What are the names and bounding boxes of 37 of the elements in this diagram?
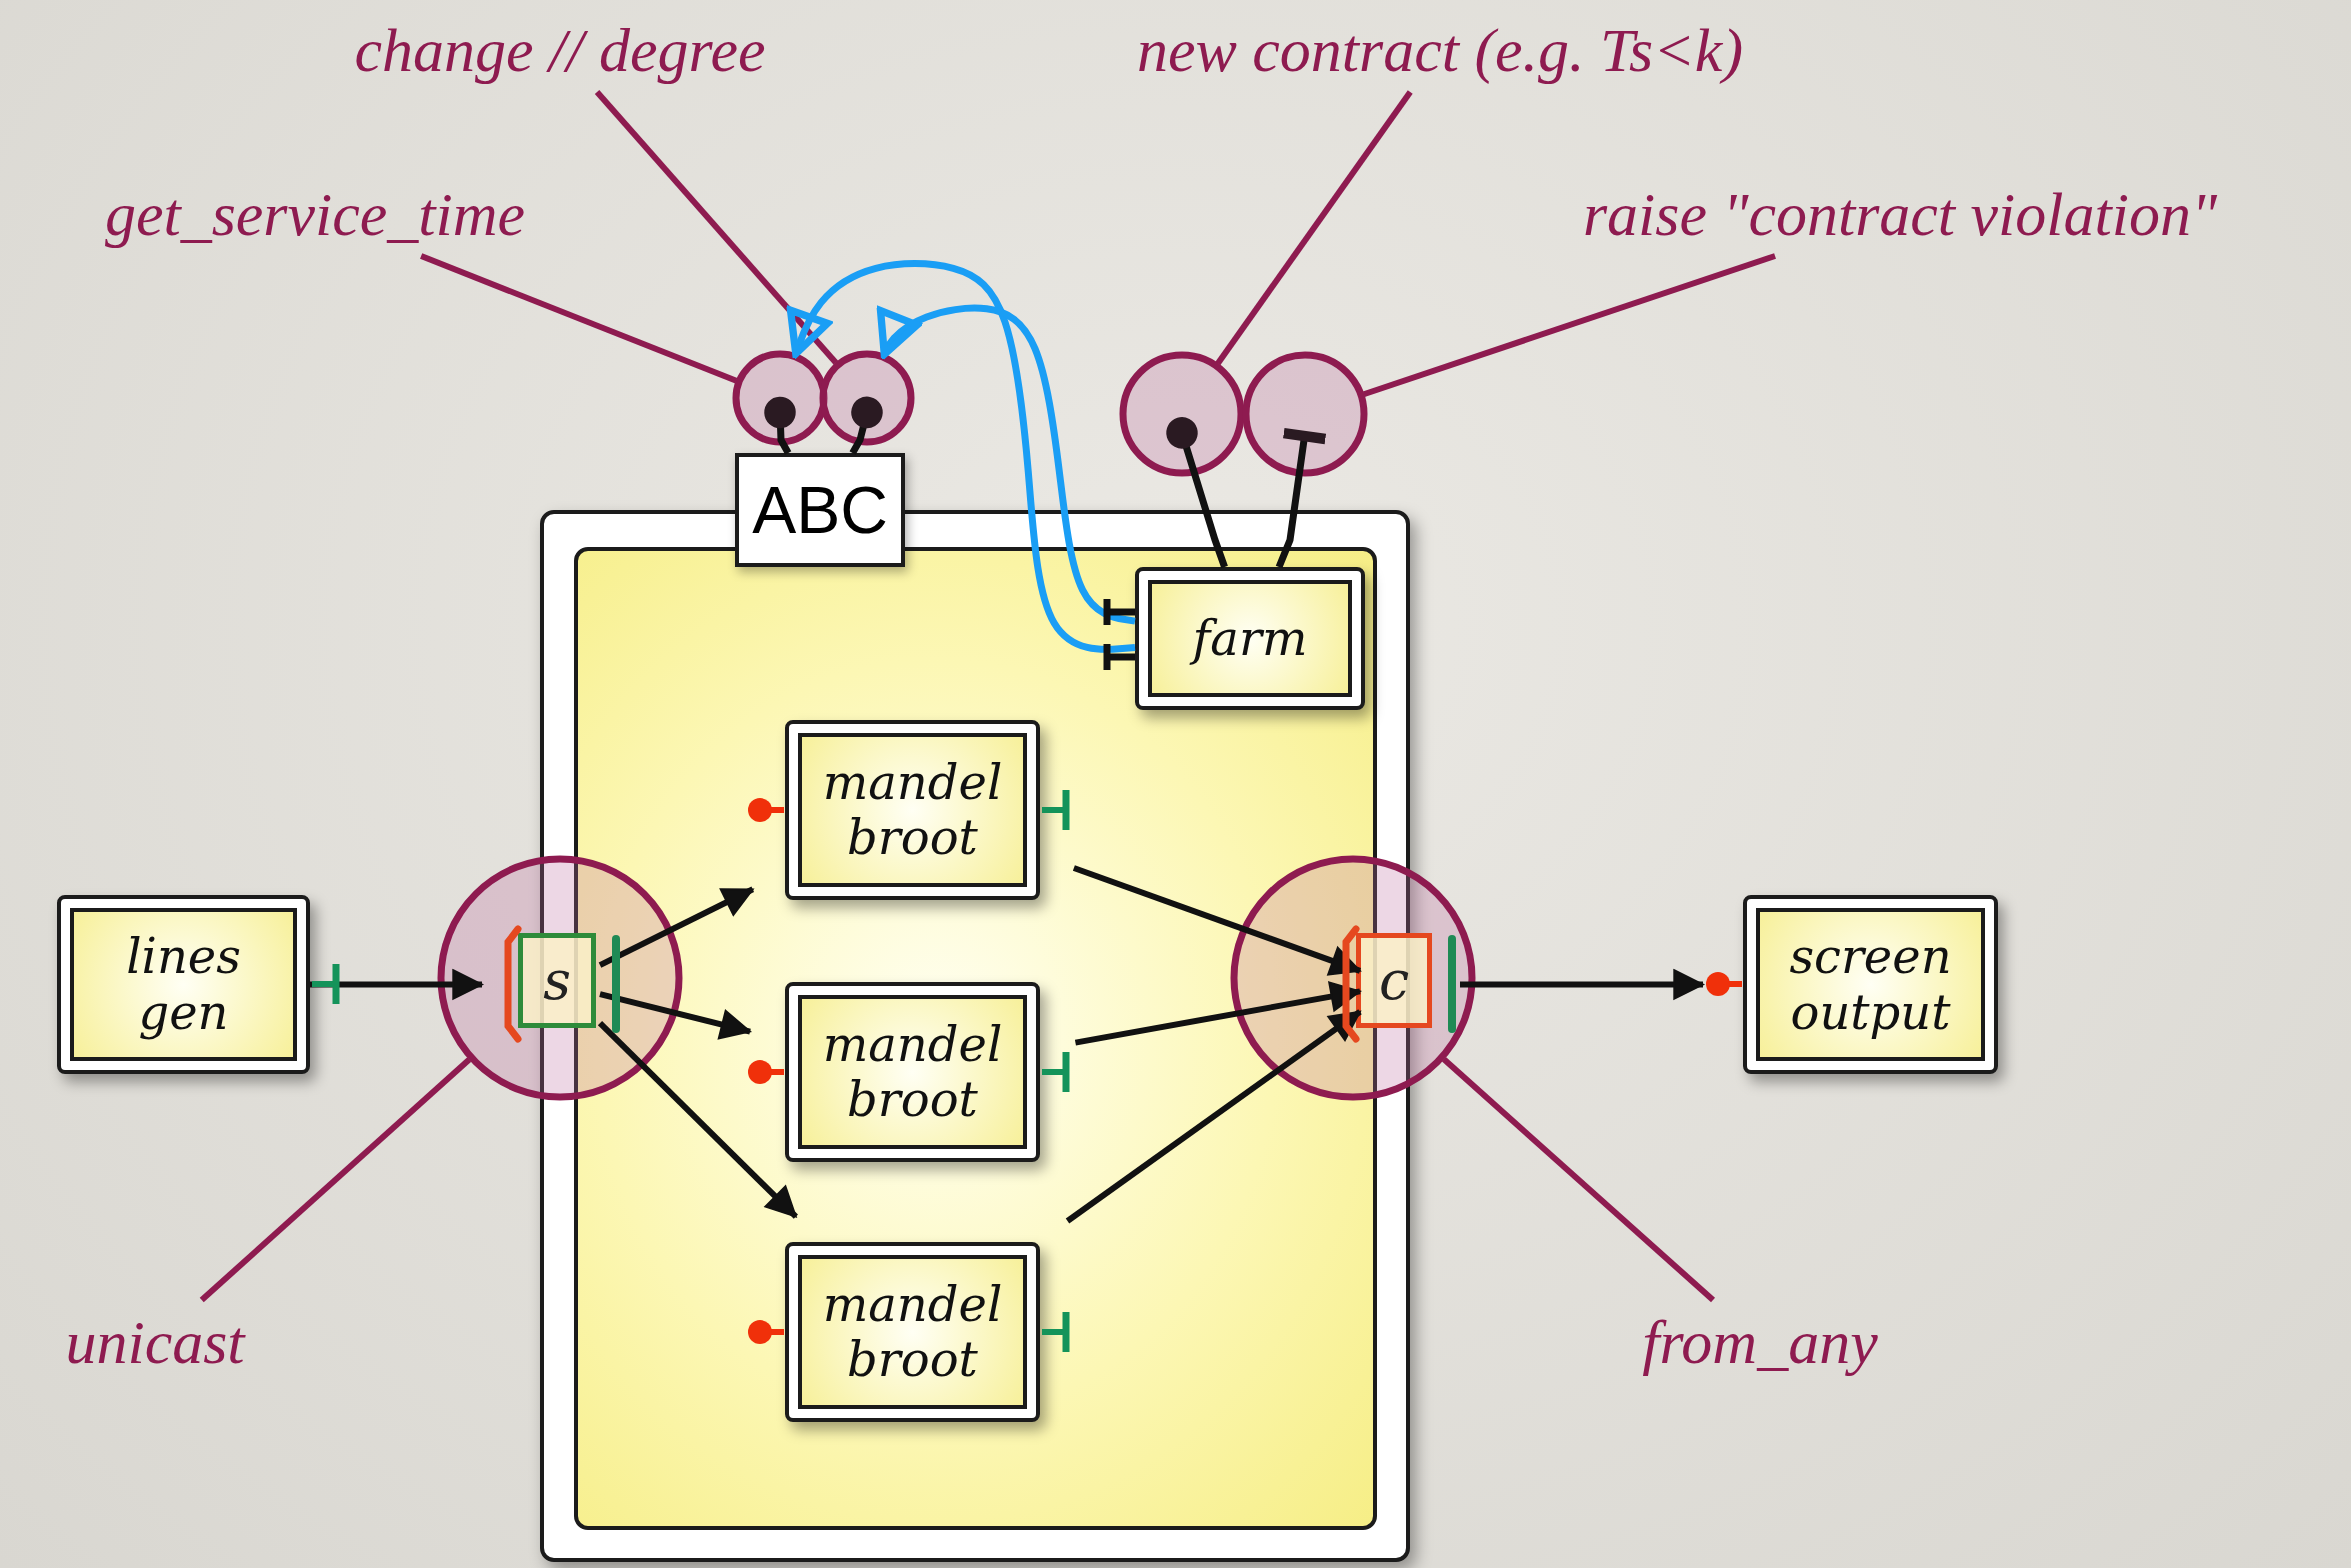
process-label: mandel broot [798,733,1027,887]
arrow [599,991,751,1040]
process-box [785,982,1040,1162]
pin-line [849,396,883,455]
arrow [1072,865,1361,976]
arrow [876,304,1136,625]
controller-tab: ABC [735,453,905,567]
process-label: farm [1148,580,1352,697]
process-box [1743,895,1998,1074]
arrow [1460,969,1704,1000]
process-box: s [518,933,596,1028]
process-box [785,1242,1040,1422]
process-label: lines gen [70,908,297,1061]
process-box [1135,567,1365,710]
leader-line [594,90,839,365]
arrow [786,260,1136,653]
process-label: screen output [1756,908,1985,1061]
annotation-text: unicast [65,1311,245,1373]
arrow [310,969,483,1000]
annotation-text: raise "contract violation" [1582,183,2218,245]
leader-line [420,253,738,384]
process-box: c [1356,933,1432,1028]
pin-line [1275,427,1327,569]
leader-line [1441,1057,1716,1303]
process-box [57,895,310,1074]
arrow [1074,981,1361,1046]
process-label: mandel broot [798,1255,1027,1409]
leader-line [1215,90,1413,366]
pin-line [764,396,796,455]
leader-line [1362,253,1776,398]
arrow [598,886,755,968]
pin-line [1166,417,1228,569]
process-label: mandel broot [798,995,1027,1149]
process-box [785,720,1040,900]
arrow [1065,1009,1362,1224]
arrow [597,1020,798,1219]
leader-line [199,1057,472,1303]
